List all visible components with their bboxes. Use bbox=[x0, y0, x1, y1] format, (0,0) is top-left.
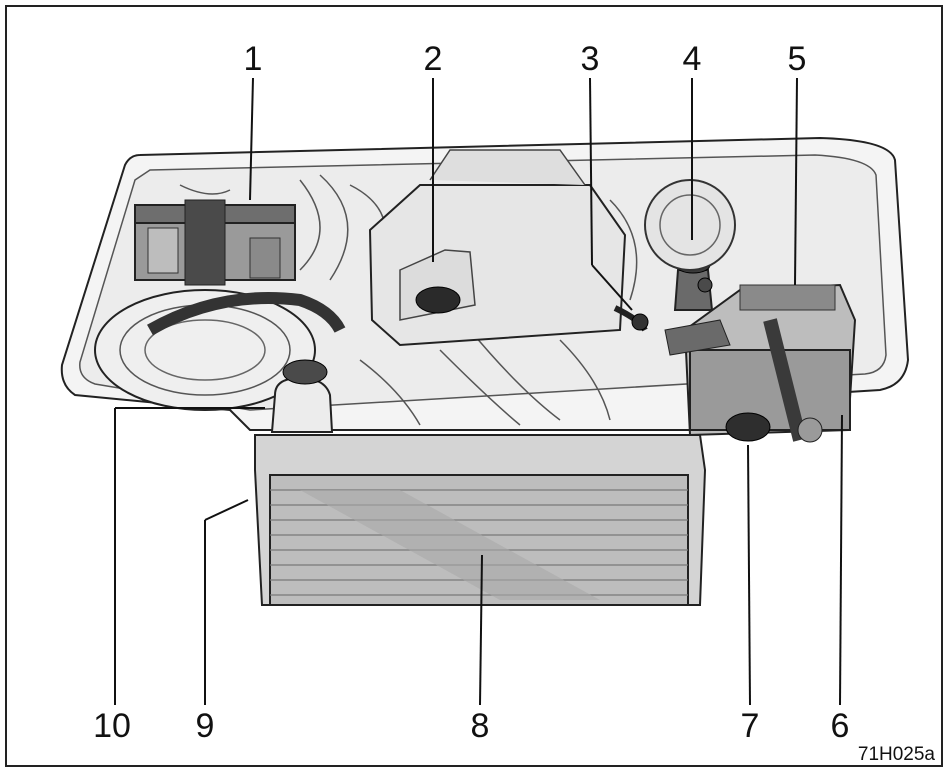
washer-fluid-cap bbox=[725, 412, 771, 442]
radiator-reservoir bbox=[270, 359, 334, 433]
callout-8: 8 bbox=[471, 707, 490, 745]
dipstick bbox=[613, 305, 649, 332]
callout-5: 5 bbox=[788, 40, 807, 78]
figure-code: 71H025a bbox=[858, 744, 936, 765]
callout-1: 1 bbox=[244, 40, 263, 78]
callout-7: 7 bbox=[741, 707, 760, 745]
oil-filler-cap bbox=[415, 286, 461, 314]
air-cleaner bbox=[94, 289, 346, 411]
radiator bbox=[254, 434, 707, 606]
callout-4: 4 bbox=[683, 40, 702, 78]
brake-booster bbox=[644, 179, 736, 271]
callout-10: 10 bbox=[93, 707, 131, 745]
leader-lines bbox=[114, 77, 843, 706]
battery-right bbox=[664, 283, 857, 443]
callout-9: 9 bbox=[196, 707, 215, 745]
callout-6: 6 bbox=[831, 707, 850, 745]
callout-3: 3 bbox=[581, 40, 600, 78]
battery-left bbox=[134, 199, 296, 286]
callout-2: 2 bbox=[424, 40, 443, 78]
